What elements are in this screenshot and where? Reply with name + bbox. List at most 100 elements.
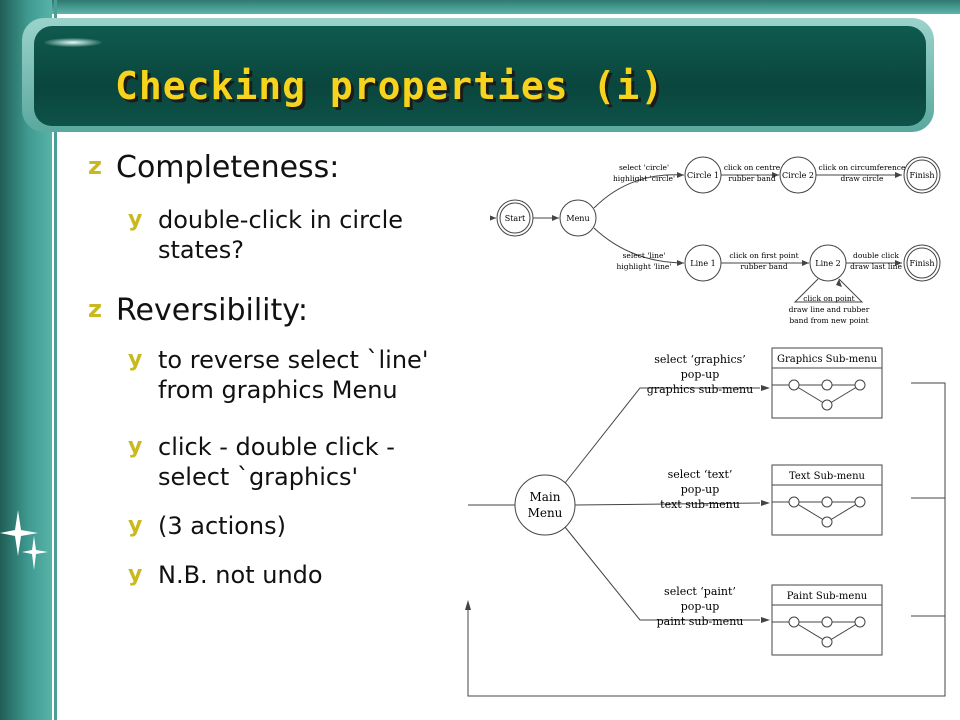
diagram-label: select 'circle' — [619, 163, 669, 172]
left-decor-line — [54, 0, 57, 720]
state-finish_bottom — [903, 244, 941, 282]
mini-state — [788, 379, 800, 391]
bullet-text-line: from graphics Menu — [158, 376, 398, 404]
arrow-curve — [593, 174, 684, 209]
state-finish_top — [903, 156, 941, 194]
mini-state — [854, 379, 866, 391]
diagram-label: draw last line — [850, 262, 902, 271]
mini-state — [788, 616, 800, 628]
arrow-curve — [593, 227, 684, 264]
bullet-level2: y (3 actions) — [128, 511, 286, 541]
bullet-marker-icon: y — [128, 347, 143, 372]
mini-edge — [826, 501, 861, 523]
submenu-title: Paint Sub-menu — [787, 591, 868, 602]
transition-line — [574, 502, 761, 506]
arrow-head — [895, 260, 902, 266]
submenu-title: Graphics Sub-menu — [777, 354, 878, 365]
feedback-line — [467, 382, 946, 697]
mini-state — [854, 496, 866, 508]
state-line2 — [809, 244, 847, 282]
state-label: Menu — [566, 214, 589, 223]
state-label: Line 2 — [815, 259, 840, 268]
arrow-head — [552, 215, 559, 221]
mini-state — [821, 616, 833, 628]
bullet-text-line: N.B. not undo — [158, 561, 323, 589]
transition-label: select ‘text’ — [668, 468, 733, 481]
bullet-text-line: Reversibility: — [116, 293, 308, 328]
bullet-text-line: (3 actions) — [158, 512, 287, 540]
diagram-label: click on point — [803, 294, 854, 303]
bullet-text-line: Completeness: — [116, 150, 340, 185]
transition-label: select ‘graphics’ — [654, 353, 746, 366]
transition-label: paint sub-menu — [657, 615, 744, 628]
main-menu-node — [514, 474, 576, 536]
arrow-head — [895, 172, 902, 178]
mini-state — [821, 379, 833, 391]
state-label: Finish — [909, 259, 934, 268]
transition-label: pop-up — [681, 600, 720, 613]
diagram-label: rubber band — [728, 174, 776, 183]
state-label: Circle 1 — [687, 171, 719, 180]
state-circle2 — [779, 156, 817, 194]
self-loop — [793, 278, 864, 303]
transition-label: pop-up — [681, 368, 720, 381]
state-start-inner — [499, 202, 531, 234]
transition-line — [564, 526, 760, 621]
bullet-level2: y N.B. not undo — [128, 560, 323, 590]
arrow-head — [761, 385, 770, 391]
mini-edge — [826, 621, 861, 643]
mini-edge — [793, 384, 828, 406]
mini-state — [821, 399, 833, 411]
transition-line — [564, 387, 760, 484]
mini-edge — [793, 621, 828, 643]
transition-label: pop-up — [681, 483, 720, 496]
transition-label: graphics sub-menu — [647, 383, 753, 396]
diagram-label: band from new point — [789, 316, 868, 325]
mini-state — [821, 496, 833, 508]
state-finish_top-inner — [906, 159, 938, 191]
arrow-head — [772, 172, 779, 178]
title-shine — [44, 38, 102, 47]
diagram-label: click on centre — [724, 163, 781, 172]
state-menu — [559, 199, 597, 237]
bullet-marker-icon: y — [128, 562, 143, 587]
bullet-marker-icon: z — [88, 295, 102, 323]
diagram-label: select 'line' — [623, 251, 666, 260]
state-label: Circle 2 — [782, 171, 814, 180]
state-finish_bottom-inner — [906, 247, 938, 279]
diagram-label: draw line and rubber — [789, 305, 870, 314]
bullet-level1: z Reversibility: — [88, 293, 308, 328]
diagram-label: highlight 'line' — [617, 262, 672, 271]
state-label: Line 1 — [690, 259, 715, 268]
top-decor-band — [0, 0, 960, 14]
state-label: Start — [505, 214, 526, 223]
bullet-text-line: states? — [158, 236, 245, 264]
mini-state — [788, 496, 800, 508]
transition-label: text sub-menu — [660, 498, 740, 511]
submenu-title: Text Sub-menu — [789, 471, 866, 482]
bullet-level2: y to reverse select `line'from graphics M… — [128, 345, 428, 405]
slide-title: Checking properties (i) — [115, 64, 665, 108]
mini-state — [854, 616, 866, 628]
sparkle-icon — [0, 510, 48, 570]
diagram-label: click on first point — [729, 251, 798, 260]
arrow-head — [677, 260, 684, 266]
arrow-head — [761, 500, 770, 506]
mini-state — [821, 636, 833, 648]
line-circle-state-diagram: Start Menu Circle 1 Circle 2 Finish Line 1 Lin… — [490, 156, 941, 325]
bullet-marker-icon: y — [128, 513, 143, 538]
arrow-head — [465, 600, 471, 610]
arrow-head — [677, 172, 684, 178]
diagram-label: draw circle — [841, 174, 884, 183]
arrow-head — [836, 279, 842, 287]
arrow-head — [802, 260, 809, 266]
mini-edge — [793, 501, 828, 523]
main-menu-label: Menu — [528, 506, 563, 520]
bullet-text-line: to reverse select `line' — [158, 346, 429, 374]
bullet-text-line: double-click in circle — [158, 206, 404, 234]
mini-state — [821, 516, 833, 528]
